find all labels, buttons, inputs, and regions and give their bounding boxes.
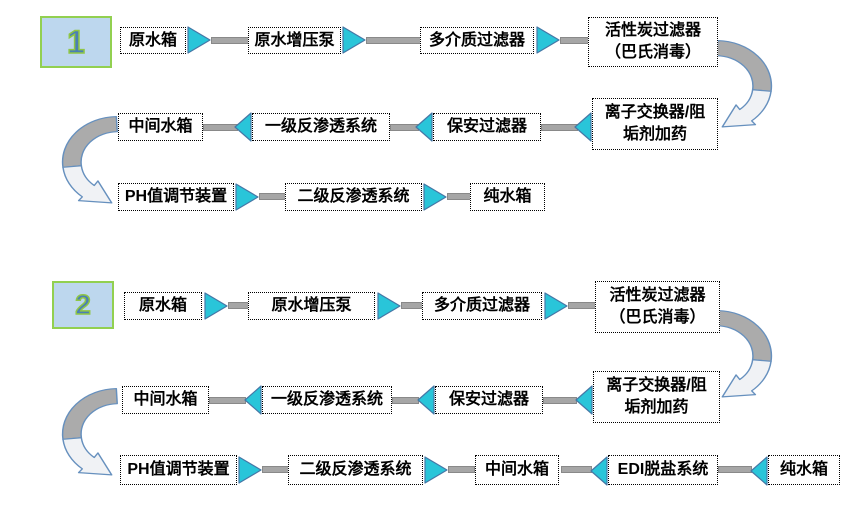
node-ph-adjuster: PH值调节装置 (118, 183, 234, 211)
node-raw-water-tank: 原水箱 (120, 27, 186, 54)
curved-arrow-down-right-icon (61, 387, 118, 476)
stage-badge-1: 1 (40, 16, 112, 68)
flow-triangle-right-icon (536, 26, 560, 54)
flow-triangle-left-icon (590, 456, 608, 486)
connector-bar (203, 124, 238, 131)
connector-bar (401, 302, 424, 309)
node-ion-exchanger: 离子交换器/阻 垢剂加药 (592, 98, 718, 150)
connector-bar (259, 193, 288, 200)
flow-triangle-right-icon (204, 292, 228, 320)
connector-bar (560, 37, 590, 44)
flow-triangle-right-icon (342, 26, 366, 54)
node-intermediate-tank: 中间水箱 (475, 455, 559, 485)
flow-triangle-left-icon (415, 112, 433, 142)
connector-bar (262, 466, 290, 473)
node-edi-system: EDI脱盐系统 (608, 455, 718, 485)
node-security-filter: 保安过滤器 (435, 386, 543, 414)
connector-bar (209, 397, 246, 404)
node-booster-pump: 原水增压泵 (248, 292, 375, 320)
connector-bar (211, 37, 250, 44)
connector-bar (448, 466, 475, 473)
flow-triangle-left-icon (244, 385, 262, 415)
flow-triangle-right-icon (424, 456, 448, 484)
node-carbon-filter: 活性炭过滤器 （巴氏消毒） (588, 17, 718, 67)
node-pure-water-tank: 纯水箱 (768, 455, 840, 485)
node-booster-pump: 原水增压泵 (248, 27, 341, 54)
flow-triangle-right-icon (423, 183, 447, 211)
flow-triangle-left-icon (750, 456, 768, 486)
connector-bar (392, 397, 419, 404)
connector-bar (561, 466, 592, 473)
node-intermediate-tank: 中间水箱 (118, 113, 203, 141)
node-ro-stage2: 二级反渗透系统 (288, 455, 423, 485)
curved-arrow-down-right-icon (61, 115, 118, 204)
flow-triangle-left-icon (575, 385, 593, 415)
node-multimedia-filter: 多介质过滤器 (420, 27, 534, 54)
connector-bar (366, 37, 422, 44)
flow-triangle-right-icon (187, 26, 211, 54)
connector-bar (718, 466, 752, 473)
node-intermediate-tank: 中间水箱 (122, 386, 209, 414)
flow-triangle-right-icon (544, 292, 568, 320)
node-ro-stage1: 一级反渗透系统 (262, 386, 392, 414)
connector-bar (228, 302, 250, 309)
node-ro-stage1: 一级反渗透系统 (252, 113, 390, 141)
flow-triangle-right-icon (377, 292, 401, 320)
stage-badge-2: 2 (52, 281, 114, 329)
flow-triangle-right-icon (238, 456, 262, 484)
node-pure-water-tank: 纯水箱 (470, 183, 545, 211)
flow-triangle-left-icon (574, 112, 592, 142)
flow-triangle-left-icon (417, 385, 435, 415)
node-raw-water-tank: 原水箱 (124, 292, 202, 320)
flow-triangle-right-icon (235, 183, 259, 211)
flow-triangle-left-icon (234, 112, 252, 142)
node-ro-stage2: 二级反渗透系统 (285, 183, 422, 211)
curved-arrow-down-left-icon (716, 39, 773, 128)
node-ion-exchanger: 离子交换器/阻 垢剂加药 (593, 371, 720, 423)
node-multimedia-filter: 多介质过滤器 (422, 292, 542, 320)
node-carbon-filter: 活性炭过滤器 （巴氏消毒） (595, 281, 720, 333)
curved-arrow-down-left-icon (716, 309, 773, 398)
node-security-filter: 保安过滤器 (433, 113, 541, 141)
connector-bar (543, 397, 577, 404)
connector-bar (568, 302, 597, 309)
connector-bar (541, 124, 578, 131)
connector-bar (447, 193, 472, 200)
node-ph-adjuster: PH值调节装置 (120, 455, 237, 485)
